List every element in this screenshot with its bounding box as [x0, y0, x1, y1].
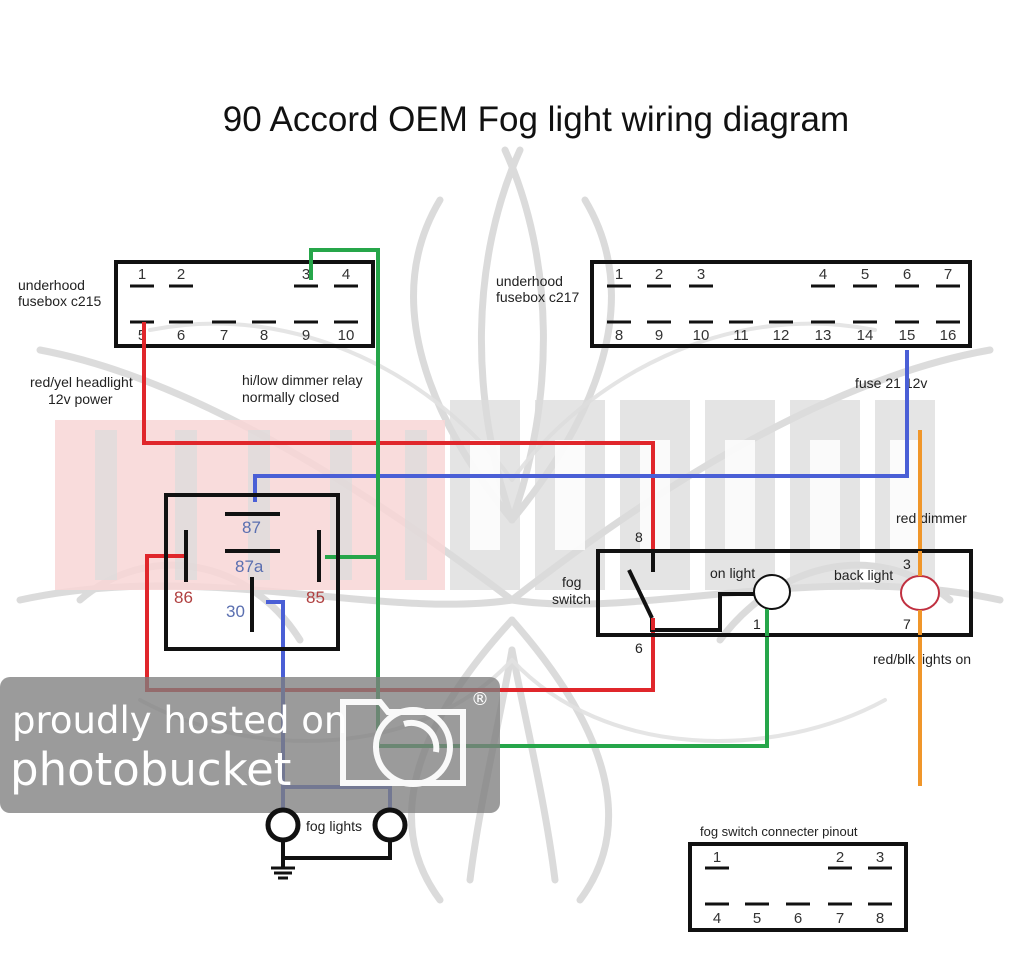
c215-pin-3-label: 3 — [302, 266, 310, 283]
relay-pin-86-label: 86 — [174, 588, 193, 607]
relay-outline — [164, 493, 340, 651]
photobucket-line1: proudly hosted on — [12, 699, 347, 742]
12v-power-label: 12v power — [48, 391, 113, 407]
c217-pin-11-label: 11 — [733, 327, 749, 344]
fog-light-left-icon — [265, 807, 301, 843]
pinout-pin-8-label: 8 — [876, 910, 884, 927]
relay: 87 87a 86 85 30 — [164, 493, 340, 651]
c215-pin-10-label: 10 — [338, 327, 355, 344]
switch-pin-7: 7 — [903, 616, 911, 632]
relay-pin-87-label: 87 — [242, 518, 261, 537]
fog-switch: fog switch on light back light 8 6 1 3 7 — [552, 529, 973, 656]
registered-mark: ® — [471, 689, 489, 710]
fog-switch-pinout: fog switch connecter pinout 1 2 3 4 5 6 7 8 — [688, 824, 908, 932]
c217-pin-14-label: 14 — [857, 327, 874, 344]
pinout-pin-5-label: 5 — [753, 910, 761, 927]
wire-red-headlight-power — [142, 322, 655, 572]
wire-green-dimmer-relay — [309, 248, 769, 748]
c217-pin-15-label: 15 — [899, 327, 916, 344]
pinout-pin-3-label: 3 — [876, 849, 884, 866]
c215-outline — [114, 260, 375, 348]
back-light-bulb-icon — [900, 575, 940, 611]
c217-label-line2: fusebox c217 — [496, 289, 579, 305]
pinout-label: fog switch connecter pinout — [700, 824, 858, 839]
c217-pin-5-label: 5 — [861, 266, 869, 283]
fog-light-right-icon — [372, 807, 408, 843]
c217-pin-10-label: 10 — [693, 327, 710, 344]
camera-icon — [340, 699, 466, 787]
c215-pin-1-label: 1 — [138, 266, 146, 283]
photobucket-line2: photobucket — [10, 743, 291, 796]
c217-pin-9-label: 9 — [655, 327, 663, 344]
c217-pin-13-label: 13 — [815, 327, 832, 344]
fog-switch-outline — [596, 549, 973, 637]
ground-icon — [271, 866, 295, 880]
c217-pin-12-label: 12 — [773, 327, 790, 344]
red-blk-lights-on-label: red/blk lights on — [873, 651, 971, 667]
switch-pin-8: 8 — [635, 529, 643, 545]
c217-pin-1-label: 1 — [615, 266, 623, 283]
c217-pin-2-label: 2 — [655, 266, 663, 283]
c215-pin-7-label: 7 — [220, 327, 228, 344]
pinout-pin-6-label: 6 — [794, 910, 802, 927]
on-light-label: on light — [710, 565, 755, 581]
switch-pin-3: 3 — [903, 556, 911, 572]
c215-pin-4-label: 4 — [342, 266, 350, 283]
dimmer-relay-label: hi/low dimmer relay — [242, 372, 363, 388]
fog-lights: fog lights — [265, 807, 408, 880]
c215-label-line1: underhood — [18, 277, 85, 293]
switch-pin-1: 1 — [753, 616, 761, 632]
c215-label-line2: fusebox c215 — [18, 293, 101, 309]
relay-pin-87a-label: 87a — [235, 557, 264, 576]
pinout-pin-1-label: 1 — [713, 849, 721, 866]
pinout-pin-4-label: 4 — [713, 910, 721, 927]
fog-lights-label: fog lights — [306, 818, 362, 834]
c215-pin-9-label: 9 — [302, 327, 310, 344]
wire-blue-fuse21-to-relay87 — [253, 350, 909, 502]
fuse21-label: fuse 21 12v — [855, 375, 927, 391]
pinout-outline — [688, 842, 908, 932]
relay-pin-85-label: 85 — [306, 588, 325, 607]
c217-pin-7-label: 7 — [944, 266, 952, 283]
c217-pin-6-label: 6 — [903, 266, 911, 283]
c217-pin-4-label: 4 — [819, 266, 827, 283]
switch-lever — [627, 569, 654, 619]
c217-pin-8-label: 8 — [615, 327, 623, 344]
c215-pin-6-label: 6 — [177, 327, 185, 344]
normally-closed-label: normally closed — [242, 389, 339, 405]
c217-outline — [590, 260, 972, 348]
fog-switch-label-line2: switch — [552, 591, 591, 607]
red-yel-headlight-label: red/yel headlight — [30, 374, 133, 390]
back-light-label: back light — [834, 567, 893, 583]
pinout-pin-2-label: 2 — [836, 849, 844, 866]
c215-pin-2-label: 2 — [177, 266, 185, 283]
c217-pin-3-label: 3 — [697, 266, 705, 283]
fog-switch-label-line1: fog — [562, 574, 581, 590]
pinout-pin-7-label: 7 — [836, 910, 844, 927]
on-light-bulb-icon — [753, 574, 791, 610]
relay-pin-30-label: 30 — [226, 602, 245, 621]
diagram-title: 90 Accord OEM Fog light wiring diagram — [223, 100, 849, 139]
photobucket-watermark: proudly hosted on photobucket ® — [0, 677, 500, 813]
switch-pin-6: 6 — [635, 640, 643, 656]
photobucket-banner — [0, 677, 500, 813]
red-dimmer-label: red dimmer — [896, 510, 967, 526]
fog-lights-ground-wire — [281, 840, 392, 860]
c215-pin-8-label: 8 — [260, 327, 268, 344]
c217-pin-16-label: 16 — [940, 327, 957, 344]
c217-label-line1: underhood — [496, 273, 563, 289]
